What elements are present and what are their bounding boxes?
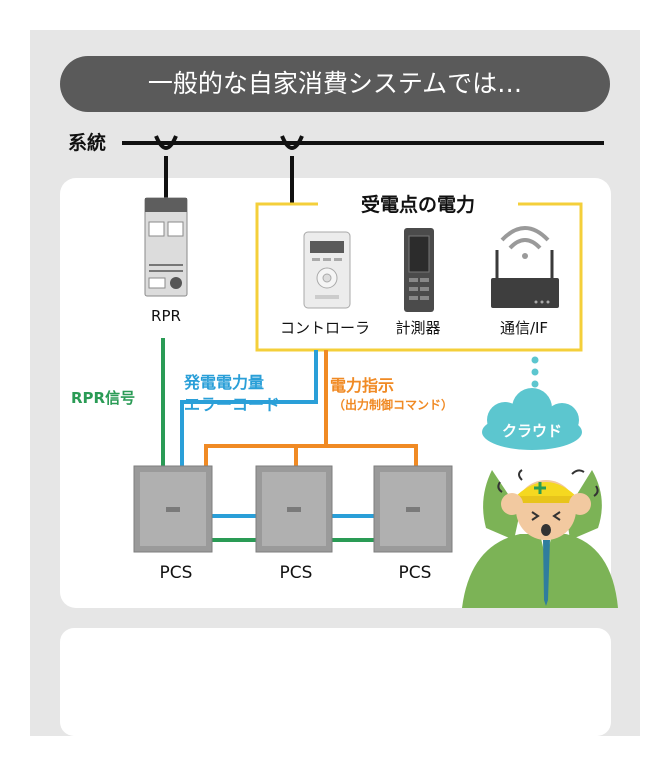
generation-label: 発電電力量 bbox=[184, 373, 265, 392]
pcs-unit-2 bbox=[255, 465, 333, 553]
meter-label: 計測器 bbox=[395, 319, 441, 337]
power-command-label: 電力指示 bbox=[330, 376, 395, 395]
pcs-label-1: PCS bbox=[159, 563, 193, 583]
blue-line bbox=[180, 350, 374, 518]
cloud-icon bbox=[482, 388, 582, 450]
grid-label: 系統 bbox=[68, 132, 107, 154]
cloud-label: クラウド bbox=[501, 422, 562, 440]
pcs-unit-3 bbox=[373, 465, 453, 553]
meter-device bbox=[404, 228, 434, 312]
grid-line bbox=[122, 135, 604, 204]
power-command-sub-label: （出力制御コマンド） bbox=[333, 398, 454, 412]
header-banner: 一般的な自家消費システムでは… bbox=[60, 56, 610, 112]
receiving-point-title: 受電点の電力 bbox=[318, 190, 518, 217]
pcs-label-2: PCS bbox=[279, 563, 313, 583]
comm-label: 通信/IF bbox=[499, 319, 549, 337]
controller-label: コントローラ bbox=[279, 319, 370, 337]
error-code-label: エラーコード bbox=[184, 395, 281, 414]
comm-device bbox=[491, 226, 559, 308]
controller-device bbox=[303, 231, 351, 309]
pcs-unit-1 bbox=[133, 465, 213, 553]
rpr-signal-label: RPR信号 bbox=[71, 389, 136, 407]
orange-line bbox=[204, 350, 418, 466]
rpr-device bbox=[144, 197, 188, 297]
pcs-label-3: PCS bbox=[398, 563, 432, 583]
rpr-label: RPR bbox=[151, 307, 181, 325]
generation-error-label: 発電電力量 エラーコード bbox=[184, 372, 280, 416]
worried-worker-illustration bbox=[462, 469, 618, 608]
empty-panel bbox=[60, 628, 611, 736]
